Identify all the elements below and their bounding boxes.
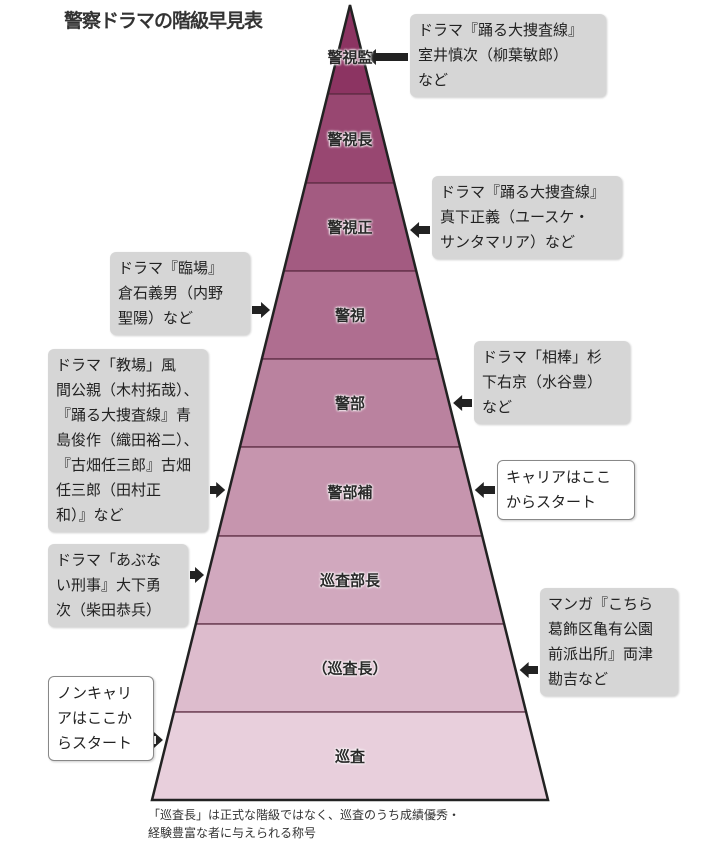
rank-label: 警部補	[327, 483, 373, 501]
callout-line: い刑事』大下勇	[56, 576, 162, 594]
rank-label: 警部	[334, 394, 366, 413]
callout-line: 勘吉など	[548, 670, 609, 688]
arrow-icon	[210, 482, 226, 498]
callout-box: ドラマ「相棒」杉下右京（水谷豊） など	[474, 341, 630, 424]
rank-label: 警視監	[327, 48, 373, 67]
rank-label: 巡査部長	[319, 571, 381, 590]
callout-line: 聖陽）など	[118, 309, 194, 327]
callout-box: ドラマ「教場」風間公親（木村拓哉）、『踊る大捜査線』青島俊作（織田裕二）、『古畑…	[48, 349, 208, 532]
callout-box: マンガ『こちら葛飾区亀有公園前派出所』両津勘吉など	[540, 588, 678, 696]
callout-box: ドラマ『臨場』倉石義男（内野聖陽）など	[110, 252, 250, 335]
callout-line: ドラマ『踊る大捜査線』	[418, 21, 584, 39]
callout-box: ドラマ『踊る大捜査線』室井慎次（柳葉敏郎） など	[410, 14, 606, 97]
callout-line: 『踊る大捜査線』青	[56, 406, 192, 424]
footnote-line: 経験豊富な者に与えられる称号	[148, 826, 317, 840]
chart-title: 警察ドラマの階級早見表	[64, 10, 263, 32]
callout-line: 倉石義男（内野	[118, 284, 224, 302]
callout-line: ノンキャリ	[57, 684, 133, 702]
arrow-icon	[410, 222, 430, 238]
callout-line: からスタート	[506, 493, 597, 511]
callout-line: ドラマ「相棒」杉	[482, 348, 603, 366]
arrow-icon	[474, 482, 495, 498]
arrow-icon	[190, 567, 205, 583]
callout-line: 前派出所』両津	[548, 645, 654, 663]
rank-label: 警視正	[327, 218, 373, 237]
callout-line: マンガ『こちら	[548, 595, 654, 613]
callout-box: ドラマ「あぶない刑事』大下勇次（柴田恭兵）	[48, 544, 188, 627]
footnote-line: 「巡査長」は正式な階級ではなく、巡査のうち成績優秀・	[148, 808, 461, 822]
footnote: 「巡査長」は正式な階級ではなく、巡査のうち成績優秀・ 経験豊富な者に与えられる称…	[148, 806, 460, 842]
callout-box: ノンキャリアはここからスタート	[48, 676, 154, 761]
callout-line: 下右京（水谷豊）	[482, 373, 603, 391]
callout-line: ドラマ『臨場』	[118, 259, 224, 277]
rank-label: 警視	[334, 306, 366, 325]
callout-line: ドラマ『踊る大捜査線』	[440, 183, 606, 201]
arrow-icon	[252, 302, 271, 318]
arrow-icon	[153, 732, 163, 748]
callout-line: らスタート	[57, 734, 133, 752]
callout-line: 任三郎（田村正	[56, 481, 162, 499]
arrow-icon	[519, 662, 538, 678]
rank-label: 巡査	[334, 747, 366, 766]
pyramid-outline	[150, 4, 550, 802]
callout-line: 島俊作（織田裕二）、	[56, 431, 199, 449]
callout-line: 葛飾区亀有公園	[548, 620, 654, 638]
callout-line: 『古畑任三郎』古畑	[56, 456, 192, 474]
callout-line: 間公親（木村拓哉）、	[56, 381, 199, 399]
callout-line: ドラマ「教場」風	[56, 356, 177, 374]
callout-line: キャリアはここ	[506, 468, 612, 486]
rank-label: 警視長	[327, 130, 373, 148]
arrow-icon	[453, 395, 472, 411]
arrow-icon	[366, 49, 408, 65]
callout-box: キャリアはここからスタート	[497, 460, 635, 520]
rank-label: （巡査長）	[312, 659, 388, 678]
callout-line: サンタマリア）など	[440, 233, 576, 251]
callout-line: アはここか	[57, 709, 133, 727]
callout-line: 次（柴田恭兵）	[56, 601, 162, 619]
callout-box: ドラマ『踊る大捜査線』真下正義（ユースケ・サンタマリア）など	[432, 176, 622, 259]
callout-line: 室井慎次（柳葉敏郎）	[418, 46, 569, 64]
callout-line: ドラマ「あぶな	[56, 551, 162, 569]
callout-line: など	[418, 71, 449, 89]
callout-line: 真下正義（ユースケ・	[440, 208, 590, 226]
callout-line: など	[482, 398, 513, 416]
callout-line: 和）』など	[56, 506, 124, 524]
